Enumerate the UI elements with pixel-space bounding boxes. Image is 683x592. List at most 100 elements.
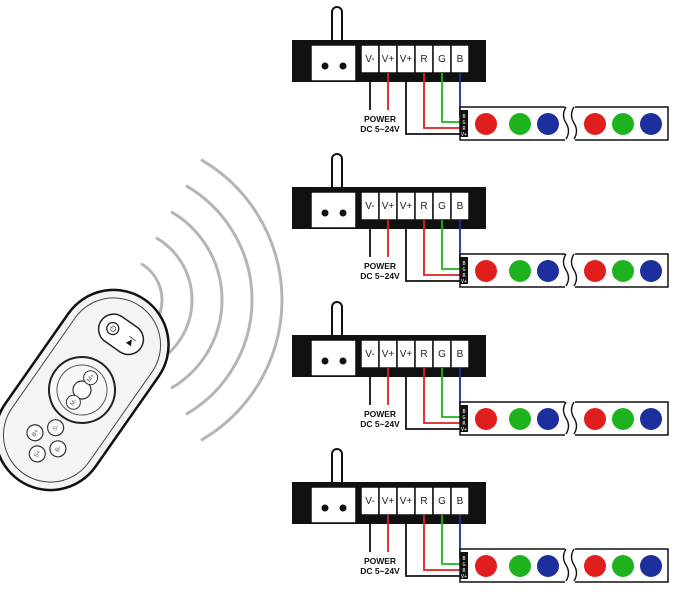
screw-hole [321, 209, 329, 217]
led-dot [475, 260, 497, 282]
screw-hole [339, 357, 347, 365]
remote-m-minus-button[interactable]: M- [64, 393, 83, 412]
strip-wire [405, 73, 463, 135]
strip-break-line [570, 401, 578, 435]
strip-pin-label: B [462, 556, 465, 562]
strip-pin-label: R [462, 273, 466, 279]
strip-wire [423, 220, 463, 276]
terminal-label: G [438, 54, 446, 65]
remote-b-minus-button[interactable]: B- [47, 438, 69, 460]
led-dot [640, 555, 662, 577]
controller-face [310, 44, 357, 82]
strip-pin-label: V+ [461, 279, 467, 285]
screw-hole [339, 209, 347, 217]
led-dot [612, 555, 634, 577]
strip-pin-label: G [462, 562, 465, 568]
terminal-label: G [438, 496, 446, 507]
s-plus-label: S+ [33, 449, 43, 459]
strip-connector [460, 552, 468, 579]
led-dot [584, 113, 606, 135]
terminal-label: V+ [382, 54, 395, 65]
power-label: POWER [364, 114, 396, 124]
strip-wire [441, 220, 463, 270]
signal-wave-arc [185, 184, 254, 416]
strip-wire [423, 515, 463, 571]
terminal-label: V- [365, 201, 374, 212]
screw-hole [339, 504, 347, 512]
terminal-label: V+ [382, 201, 395, 212]
remote-bezel [2, 297, 162, 483]
screw-hole [321, 62, 329, 70]
terminal-label: V- [365, 54, 374, 65]
mode-icon: ▶| [124, 335, 136, 347]
strip-break-line [570, 106, 578, 140]
led-dot [537, 113, 559, 135]
strip-break-line [562, 548, 570, 582]
strip-pin-label: G [462, 415, 465, 421]
terminal-label: V+ [400, 54, 413, 65]
power-voltage-label: DC 5~24V [360, 124, 400, 134]
wireless-signal-icon [140, 158, 284, 442]
terminal-label: G [438, 349, 446, 360]
strip-pin-label: G [462, 267, 465, 273]
terminal-label: V+ [400, 349, 413, 360]
strip-pin-label: B [462, 409, 465, 415]
strip-break [565, 548, 575, 584]
led-dot [537, 555, 559, 577]
led-dot [612, 113, 634, 135]
power-icon: ⏻ [108, 323, 119, 334]
b-minus-label: B- [55, 445, 63, 453]
terminal-label: R [420, 496, 427, 507]
led-dot [509, 408, 531, 430]
terminal-label: V+ [382, 496, 395, 507]
terminal-label: V- [365, 496, 374, 507]
power-voltage-label: DC 5~24V [360, 271, 400, 281]
strip-pin-label: R [462, 126, 466, 132]
terminal-label: B [457, 201, 464, 212]
led-dot [475, 408, 497, 430]
terminal-label: V+ [382, 349, 395, 360]
strip-pin-label: R [462, 568, 466, 574]
strip-break [565, 106, 575, 142]
strip-wire [441, 368, 463, 418]
strip-pin-label: B [462, 114, 465, 120]
strip-pin-label: R [462, 421, 466, 427]
strip-wire [441, 515, 463, 565]
remote-b-plus-button[interactable]: B+ [24, 422, 46, 444]
strip-wire [405, 368, 463, 430]
led-dot [640, 113, 662, 135]
strip-wire [405, 220, 463, 282]
power-label: POWER [364, 409, 396, 419]
power-voltage-label: DC 5~24V [360, 566, 400, 576]
s-minus-label: S- [52, 424, 60, 432]
terminal-label: V+ [400, 496, 413, 507]
remote-m-plus-button[interactable]: M+ [81, 368, 100, 387]
strip-connector [460, 257, 468, 284]
strip-connector [460, 110, 468, 137]
controller-face [310, 191, 357, 229]
led-dot [584, 555, 606, 577]
screw-hole [339, 62, 347, 70]
strip-pin-label: V+ [461, 427, 467, 433]
remote-s-minus-button[interactable]: S- [44, 417, 66, 439]
terminal-label: R [420, 54, 427, 65]
m-minus-label: M- [70, 398, 79, 407]
strip-break-line [562, 253, 570, 287]
strip-pin-label: B [462, 261, 465, 267]
remote-power-button[interactable]: ⏻ ▶| [93, 308, 150, 360]
led-dot [584, 408, 606, 430]
power-label: POWER [364, 556, 396, 566]
screw-hole [321, 504, 329, 512]
remote-s-plus-button[interactable]: S+ [26, 443, 48, 465]
led-dot [475, 555, 497, 577]
terminal-label: R [420, 201, 427, 212]
screw-hole [321, 357, 329, 365]
